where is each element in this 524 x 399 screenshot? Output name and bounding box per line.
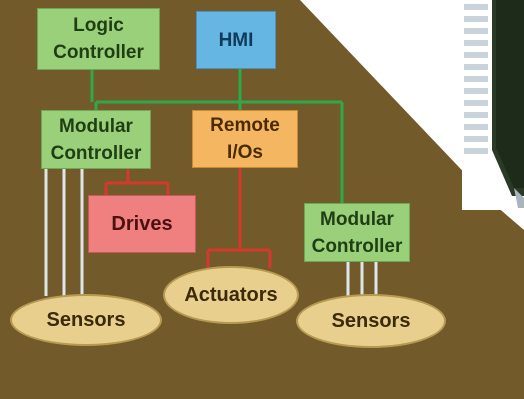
sensors-right-label: Sensors [331,309,411,332]
logic-controller-box: Logic Controller [37,8,160,70]
sensors-left-oval: Sensors [10,294,162,346]
hmi-label: HMI [218,29,254,51]
modular-controller-left-box: Modular Controller [41,110,151,169]
chip-graphic [462,0,524,210]
remote-ios-box: Remote I/Os [192,110,298,168]
modular-controller-right-box: Modular Controller [304,203,410,262]
modular-controller-right-label: Modular Controller [311,208,403,257]
sensors-right-oval: Sensors [296,294,446,348]
io-lines [104,167,272,268]
logic-controller-label: Logic Controller [53,15,144,63]
modular-controller-left-label: Modular Controller [50,115,142,164]
sensor-lines [44,168,378,296]
sensors-left-label: Sensors [46,308,126,331]
actuators-label: Actuators [184,283,278,306]
drives-label: Drives [111,212,173,235]
chip-icon [462,0,524,210]
remote-ios-label: Remote I/Os [210,115,280,163]
actuators-oval: Actuators [163,266,299,324]
network-lines [90,68,344,203]
hmi-box: HMI [196,11,276,69]
drives-box: Drives [88,195,196,253]
